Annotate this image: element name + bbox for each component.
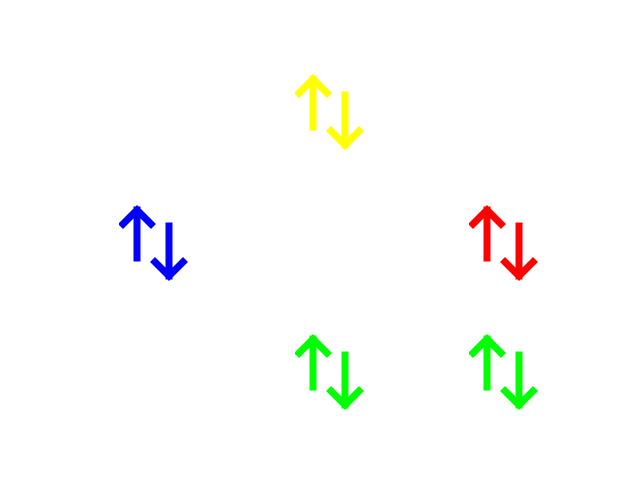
up-down-arrows-icon xyxy=(469,334,538,410)
up-down-arrows-icon-green xyxy=(295,331,369,413)
up-down-arrows-icon-yellow xyxy=(295,71,369,153)
up-down-arrows-icon xyxy=(295,334,364,410)
up-down-arrows-icon xyxy=(469,205,538,281)
up-down-arrows-icon-green xyxy=(469,331,543,413)
up-down-arrows-icon-blue xyxy=(119,202,193,284)
up-down-arrows-icon-red xyxy=(469,202,543,284)
up-down-arrows-icon xyxy=(119,205,188,281)
up-down-arrows-icon xyxy=(295,74,364,150)
